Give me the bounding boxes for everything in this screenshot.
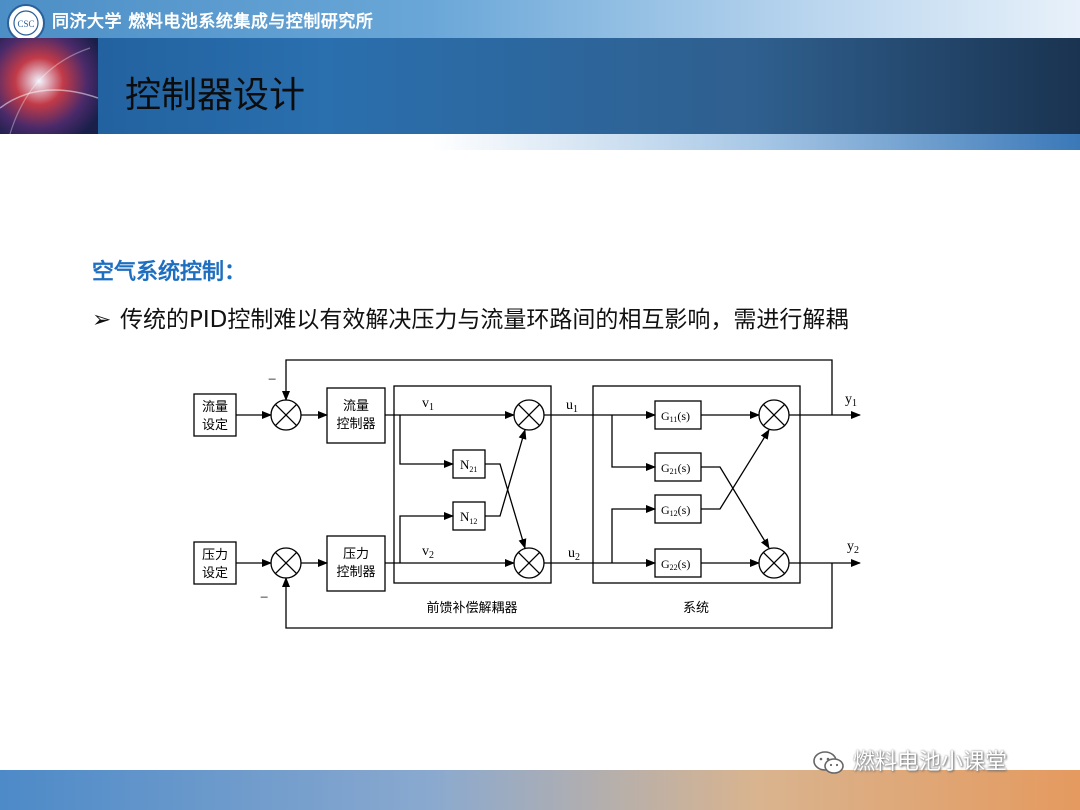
n12-label: N12 — [460, 509, 477, 526]
decoupler-caption: 前馈补偿解耦器 — [426, 600, 517, 615]
bullet-item: ➢ 传统的PID控制难以有效解决压力与流量环路间的相互影响，需进行解耦 — [92, 300, 848, 334]
g21-block — [654, 452, 702, 482]
flow-controller-label-2: 控制器 — [336, 416, 375, 431]
organization-title: 同济大学 燃料电池系统集成与控制研究所 — [52, 12, 374, 32]
pressure-controller-box — [326, 535, 386, 592]
y1-label: y1 — [845, 392, 857, 409]
v2-label: v2 — [422, 544, 434, 561]
u2-label: u2 — [568, 546, 580, 563]
university-logo-icon: CSC — [7, 4, 45, 42]
system-caption: 系统 — [683, 600, 709, 615]
pressure-setpoint-label-2: 设定 — [202, 565, 228, 580]
footer-bar — [0, 770, 1080, 810]
arrow-bullet-icon: ➢ — [92, 307, 112, 333]
flow-controller-label-1: 流量 — [343, 398, 369, 413]
decoupling-control-diagram: 流量 设定 压力 设定 流量 控制器 压力 控制器 − − v1 v2 u1 u… — [193, 359, 861, 629]
g12-block — [654, 494, 702, 524]
g22-label: G22(s) — [661, 557, 690, 572]
top-banner — [0, 0, 1080, 38]
pressure-sum-junction — [270, 547, 302, 579]
pressure-setpoint-label-1: 压力 — [202, 547, 228, 562]
n21-label: N21 — [460, 457, 477, 474]
flow-setpoint-label-1: 流量 — [202, 399, 228, 414]
watermark: 燃料电池小课堂 — [812, 744, 1007, 776]
decoupler-frame — [393, 385, 552, 584]
pressure-controller-label-1: 压力 — [343, 546, 369, 561]
wechat-icon — [813, 751, 844, 774]
flow-setpoint-box — [193, 393, 237, 437]
pressure-setpoint-box — [193, 541, 237, 585]
flow-setpoint-label-2: 设定 — [202, 417, 228, 432]
system-frame — [592, 385, 801, 584]
system-sum-bottom — [758, 547, 790, 579]
g12-label: G12(s) — [661, 503, 690, 518]
y2-label: y2 — [847, 539, 859, 556]
pressure-controller-label-2: 控制器 — [336, 564, 375, 579]
slide-title: 控制器设计 — [125, 75, 306, 116]
minus-sign-top: − — [268, 372, 276, 388]
signal-lines — [236, 359, 861, 629]
g21-label: G21(s) — [661, 461, 690, 476]
g22-block — [654, 548, 702, 578]
n12-block — [452, 501, 486, 531]
g11-label: G11(s) — [661, 409, 690, 424]
system-sum-top — [758, 399, 790, 431]
globe-graphic — [0, 38, 98, 134]
decoupler-sum-top — [513, 399, 545, 431]
header-underline-bar — [0, 134, 1080, 150]
svg-text:CSC: CSC — [17, 19, 34, 29]
watermark-text: 燃料电池小课堂 — [853, 750, 1008, 775]
title-header-bar — [0, 38, 1080, 134]
bullet-text: 传统的PID控制难以有效解决压力与流量环路间的相互影响，需进行解耦 — [120, 307, 849, 333]
v1-label: v1 — [422, 396, 434, 413]
u1-label: u1 — [566, 398, 578, 415]
flow-sum-junction — [270, 399, 302, 431]
decoupler-sum-bottom — [513, 547, 545, 579]
minus-sign-bottom: − — [260, 590, 268, 606]
section-heading: 空气系统控制： — [92, 260, 247, 285]
